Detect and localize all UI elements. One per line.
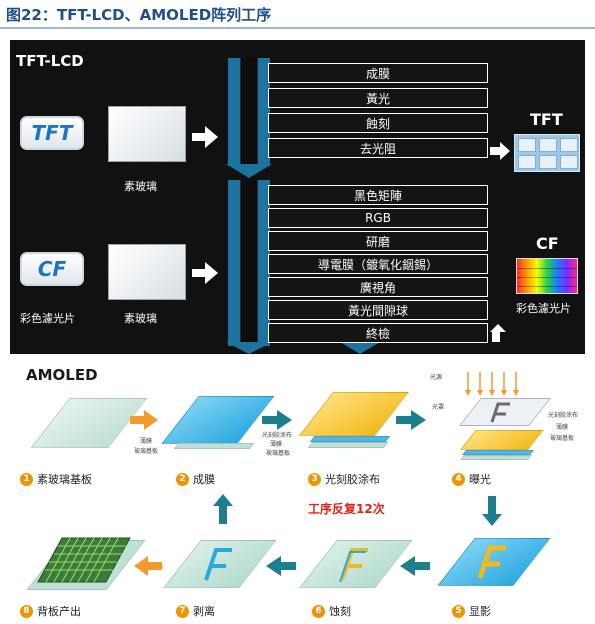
plain-glass-bottom — [108, 244, 186, 300]
cf-step: 終檢 — [268, 323, 488, 343]
amoled-step-7: 7 剥离 — [176, 603, 215, 619]
arrow-left-icon — [134, 556, 162, 576]
tft-output-title: TFT — [530, 110, 563, 129]
repeat-note: 工序反复12次 — [308, 502, 385, 516]
amoled-step-8: 8 背板产出 — [20, 603, 81, 619]
f-pattern-icon — [204, 548, 232, 581]
s3-substrate-label: 玻璃基板 — [266, 450, 291, 457]
chevron-down-icon — [226, 342, 272, 354]
photoresist-substrate-edge — [307, 442, 389, 448]
cf-step: 黃光間隙球 — [268, 300, 488, 320]
cf-output-label: 彩色濾光片 — [516, 302, 571, 315]
color-filter-swatch — [516, 258, 578, 294]
cf-step: 黑色矩陣 — [268, 185, 488, 205]
arrow-down-icon — [482, 496, 502, 526]
film-plate — [161, 396, 275, 444]
tft-step: 黃光 — [268, 88, 488, 108]
amoled-step-1: 1 素玻璃基板 — [20, 471, 92, 487]
cf-step: RGB — [268, 208, 488, 228]
s3-film-label: 薄膜 — [270, 441, 283, 448]
arrow-right-icon — [262, 410, 292, 430]
cf-step: 研磨 — [268, 231, 488, 251]
tft-conveyor-left — [228, 58, 240, 166]
tft-step: 蝕刻 — [268, 113, 488, 133]
chevron-down-icon — [340, 342, 380, 354]
cf-step: 導電膜（鍍氧化銦錫） — [268, 254, 488, 274]
cf-step: 廣視角 — [268, 277, 488, 297]
cf-input-label: 彩色濾光片 — [20, 312, 75, 325]
glass-label-top: 素玻璃 — [124, 180, 157, 193]
arrow-up-icon — [213, 494, 233, 524]
s2-substrate-label: 玻璃基板 — [134, 448, 159, 455]
tft-badge-text: TFT — [31, 121, 73, 145]
s4-substrate-label: 玻璃基板 — [550, 435, 575, 442]
exposed-resist-plate — [460, 430, 544, 450]
figure-title: 图22：TFT-LCD、AMOLED阵列工序 — [6, 6, 272, 24]
f-pattern-icon — [477, 545, 506, 579]
arrow-right-icon — [490, 142, 510, 160]
cf-output-title: CF — [536, 234, 559, 253]
s3-resist-label: 光刻胶涂布 — [262, 432, 293, 439]
arrow-right-icon — [192, 126, 218, 148]
tft-pixel-array — [514, 134, 580, 172]
cf-badge: CF — [20, 252, 84, 286]
tft-step: 去光阻 — [268, 138, 488, 158]
amoled-title: AMOLED — [26, 366, 98, 384]
arrow-left-icon — [266, 556, 296, 576]
amoled-step-3: 3 光刻胶涂布 — [308, 471, 380, 487]
f-pattern-icon — [490, 402, 510, 423]
chevron-down-icon — [226, 164, 272, 178]
cf-conveyor-left — [228, 180, 240, 346]
arrow-up-right-icon — [490, 324, 506, 342]
f-pattern-icon — [339, 548, 368, 583]
tft-step: 成膜 — [268, 63, 488, 83]
film-substrate-edge — [173, 443, 255, 449]
s2-film-label: 薄膜 — [140, 438, 153, 445]
title-divider — [0, 27, 595, 29]
tft-backplane-grid-icon — [37, 537, 131, 583]
arrow-right-icon — [130, 410, 158, 430]
tft-conveyor-gap — [240, 58, 258, 166]
amoled-step-2: 2 成膜 — [176, 471, 215, 487]
s4-film-label: 薄膜 — [556, 424, 569, 431]
amoled-step-4: 4 曝光 — [452, 471, 491, 487]
amoled-step-5: 5 显影 — [452, 603, 491, 619]
arrow-left-icon — [400, 556, 430, 576]
glass-label-bottom: 素玻璃 — [124, 312, 157, 325]
s4-mask-label: 光罩 — [432, 404, 445, 411]
cf-conveyor-right — [258, 180, 270, 346]
s4-resist-label: 光刻胶涂布 — [548, 412, 579, 419]
light-rays-icon — [465, 372, 519, 396]
photoresist-plate — [298, 392, 410, 436]
cf-badge-text: CF — [37, 257, 67, 281]
amoled-step-6: 6 蚀刻 — [312, 603, 351, 619]
arrow-right-icon — [192, 262, 218, 284]
cf-conveyor-gap — [240, 180, 258, 346]
s4-light-label: 光源 — [430, 374, 443, 381]
tft-badge: TFT — [20, 116, 84, 150]
tft-conveyor-right — [258, 58, 270, 166]
plain-glass-top — [108, 106, 186, 162]
tft-lcd-title: TFT-LCD — [16, 52, 84, 70]
arrow-right-icon — [396, 410, 426, 430]
exposed-substrate-edge — [460, 455, 532, 460]
